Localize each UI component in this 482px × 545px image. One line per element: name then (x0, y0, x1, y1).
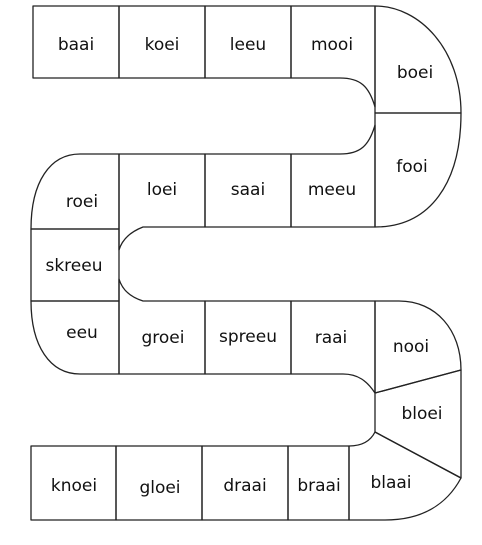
word-nooi: nooi (393, 337, 429, 357)
word-draai: draai (223, 476, 266, 496)
word-eeu: eeu (66, 323, 98, 343)
board-square (374, 112, 462, 228)
board-square (118, 153, 206, 251)
word-bloei: bloei (401, 404, 442, 424)
word-saai: saai (231, 180, 265, 200)
word-fooi: fooi (396, 157, 428, 177)
word-spreeu: spreeu (219, 327, 277, 347)
board-square (30, 300, 120, 375)
word-loei: loei (147, 180, 177, 200)
word-boei: boei (397, 63, 433, 83)
board-square (290, 124, 376, 228)
board-square (30, 445, 117, 521)
word-roei: roei (66, 192, 98, 212)
word-mooi: mooi (311, 35, 353, 55)
board-square (374, 5, 462, 114)
word-leeu: leeu (230, 35, 266, 55)
word-raai: raai (315, 328, 348, 348)
word-gloei: gloei (139, 478, 180, 498)
board-square (290, 5, 376, 108)
board-square (118, 278, 206, 375)
word-meeu: meeu (308, 180, 356, 200)
word-knoei: knoei (51, 476, 97, 496)
word-skreeu: skreeu (45, 256, 102, 276)
word-blaai: blaai (370, 473, 411, 493)
board-square (348, 431, 462, 521)
word-koei: koei (145, 35, 180, 55)
word-braai: braai (297, 476, 340, 496)
board-square (374, 369, 462, 479)
word-baai: baai (58, 35, 94, 55)
word-groei: groei (142, 328, 185, 348)
